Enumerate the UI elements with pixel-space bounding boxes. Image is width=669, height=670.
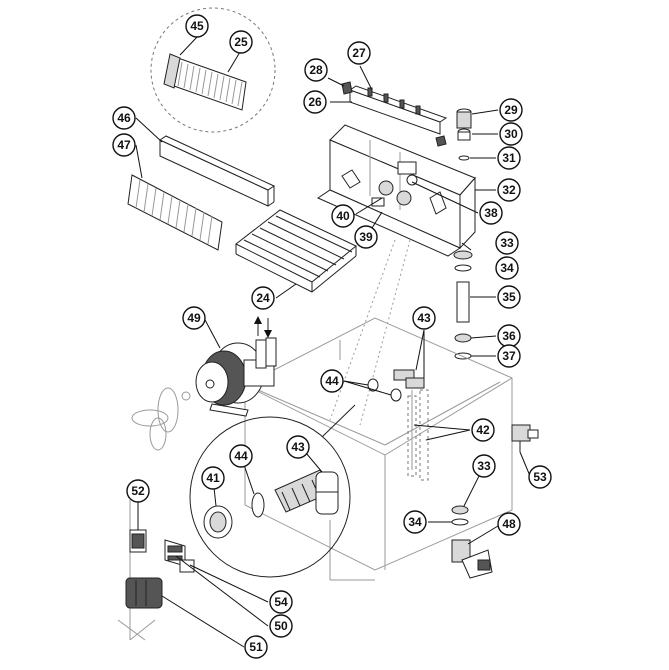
svg-text:24: 24 xyxy=(256,291,270,305)
callout-29: 29 xyxy=(499,98,523,122)
svg-text:49: 49 xyxy=(187,311,201,325)
part-fittings-43-44 xyxy=(367,369,429,481)
callout-34-top: 34 xyxy=(495,256,519,280)
part-electrics-left xyxy=(117,500,195,641)
callout-44-detail: 44 xyxy=(229,444,253,468)
svg-text:44: 44 xyxy=(325,374,339,388)
svg-text:48: 48 xyxy=(502,517,516,531)
svg-text:43: 43 xyxy=(291,440,305,454)
svg-text:44: 44 xyxy=(234,449,248,463)
callout-27: 27 xyxy=(347,41,371,65)
callout-51: 51 xyxy=(244,635,268,659)
detail-circle-brush xyxy=(150,7,276,133)
svg-text:52: 52 xyxy=(131,484,145,498)
svg-text:54: 54 xyxy=(274,595,288,609)
callout-33-top: 33 xyxy=(495,231,519,255)
svg-text:27: 27 xyxy=(352,46,366,60)
callout-33-bottom: 33 xyxy=(472,454,496,478)
callout-40: 40 xyxy=(331,204,355,228)
part-pump-49 xyxy=(195,316,277,417)
callout-47: 47 xyxy=(112,133,136,157)
callout-36: 36 xyxy=(497,324,521,348)
svg-text:33: 33 xyxy=(500,236,514,250)
svg-text:32: 32 xyxy=(502,183,516,197)
callout-38: 38 xyxy=(479,201,503,225)
part-spray-bar-27 xyxy=(341,81,448,147)
svg-text:34: 34 xyxy=(500,261,514,275)
callout-25: 25 xyxy=(229,30,253,54)
callout-26: 26 xyxy=(303,90,327,114)
callout-43-top: 43 xyxy=(412,306,436,330)
part-drain-48 xyxy=(451,505,493,579)
svg-text:31: 31 xyxy=(502,151,516,165)
callout-32: 32 xyxy=(497,178,521,202)
callout-52: 52 xyxy=(126,479,150,503)
svg-text:42: 42 xyxy=(476,423,490,437)
callout-43-detail: 43 xyxy=(286,435,310,459)
callout-31: 31 xyxy=(497,146,521,170)
callout-44-top: 44 xyxy=(320,369,344,393)
callout-bubbles: 45 25 27 28 26 29 30 31 46 47 32 38 40 3… xyxy=(112,14,552,659)
cabinet-body xyxy=(244,239,513,581)
callout-41: 41 xyxy=(201,466,225,490)
callout-42: 42 xyxy=(471,418,495,442)
part-valve-53 xyxy=(511,424,539,452)
callout-48: 48 xyxy=(497,512,521,536)
part-tank-32 xyxy=(316,124,476,257)
svg-text:38: 38 xyxy=(484,206,498,220)
part-bracket-46 xyxy=(158,135,276,207)
svg-text:40: 40 xyxy=(336,209,350,223)
callout-39: 39 xyxy=(354,225,378,249)
svg-text:34: 34 xyxy=(408,515,422,529)
svg-text:26: 26 xyxy=(308,95,322,109)
callout-34-bottom: 34 xyxy=(403,510,427,534)
svg-text:37: 37 xyxy=(502,349,516,363)
svg-text:53: 53 xyxy=(533,470,547,484)
callout-37: 37 xyxy=(497,344,521,368)
part-grate-24 xyxy=(235,209,357,293)
svg-text:33: 33 xyxy=(477,459,491,473)
svg-text:47: 47 xyxy=(117,138,131,152)
svg-text:39: 39 xyxy=(359,230,373,244)
callout-30: 30 xyxy=(499,122,523,146)
svg-text:45: 45 xyxy=(190,19,204,33)
callout-54: 54 xyxy=(269,590,293,614)
svg-text:29: 29 xyxy=(504,103,518,117)
callout-53: 53 xyxy=(528,465,552,489)
detail-circle-pump-fitting xyxy=(189,404,356,578)
svg-text:36: 36 xyxy=(502,329,516,343)
callout-50: 50 xyxy=(269,614,293,638)
svg-text:35: 35 xyxy=(502,290,516,304)
callout-45: 45 xyxy=(185,14,209,38)
svg-text:50: 50 xyxy=(274,619,288,633)
svg-text:46: 46 xyxy=(117,111,131,125)
callout-49: 49 xyxy=(182,306,206,330)
svg-text:30: 30 xyxy=(504,127,518,141)
svg-text:41: 41 xyxy=(206,471,220,485)
callout-46: 46 xyxy=(112,106,136,130)
svg-text:25: 25 xyxy=(234,35,248,49)
part-brush-panel-47 xyxy=(127,174,223,251)
callout-24: 24 xyxy=(251,286,275,310)
callout-28: 28 xyxy=(304,58,328,82)
svg-text:28: 28 xyxy=(309,63,323,77)
callout-35: 35 xyxy=(497,285,521,309)
svg-text:43: 43 xyxy=(417,311,431,325)
part-fan xyxy=(131,387,191,451)
svg-text:51: 51 xyxy=(249,640,263,654)
